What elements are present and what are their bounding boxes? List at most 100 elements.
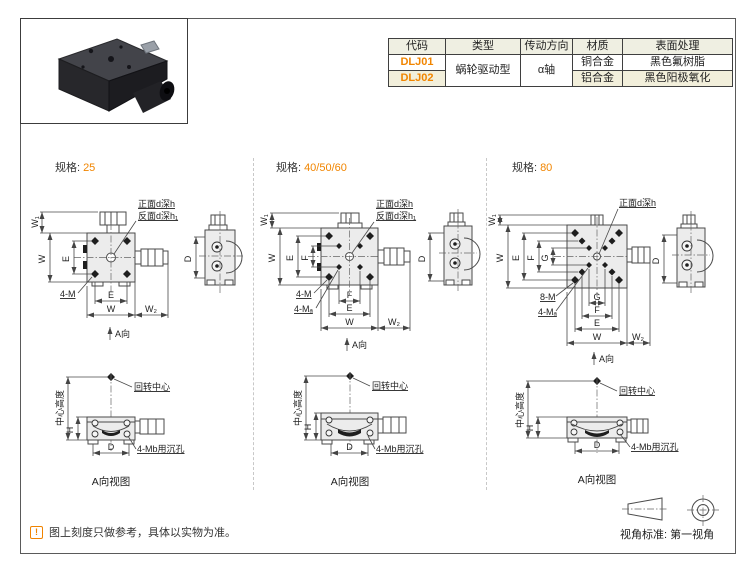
dim-d-bottom: D: [594, 440, 601, 450]
dim-h: H: [303, 424, 313, 431]
dim-e: E: [511, 255, 521, 261]
dim-w-bottom: W: [345, 317, 354, 327]
spec-header-40-50-60: 规格:40/50/60: [276, 159, 347, 175]
view-standard-caption: 视角标准:: [620, 529, 668, 541]
dim-e: E: [61, 256, 71, 262]
dim-w1: W₁: [259, 214, 269, 226]
drawing-spec-80: 正面d深h W₁ W E F G 8-M 4-Mₐ G: [487, 198, 714, 486]
dim-d-side: D: [417, 255, 427, 262]
spec-label: 规格:: [276, 162, 302, 174]
label-tap: 4-M: [60, 289, 76, 299]
drawing-spec-40-50-60: 正面d深h 反面d深h₁ W₁ W E F 4-M 4-Mₐ F E: [259, 199, 481, 488]
dim-f: F: [526, 255, 536, 261]
footer-note-text: 图上刻度只做参考，具体以实物为准。: [49, 527, 236, 539]
dim-e: E: [285, 255, 295, 261]
col-header-finish: 表面处理: [622, 38, 733, 55]
section-divider: [253, 158, 254, 490]
dim-w: W: [267, 253, 277, 262]
label-center-height: 中心高度: [514, 392, 525, 428]
first-angle-circle-icon: [687, 495, 719, 526]
view-caption: A向视图: [578, 473, 617, 486]
dim-w-bottom: W: [593, 332, 602, 342]
dim-w2: W₂: [145, 304, 157, 314]
dim-e-bottom: E: [108, 290, 114, 300]
top-view: 正面d深h W₁ W E F G 8-M 4-Mₐ G: [487, 198, 656, 365]
label-center-height: 中心高度: [292, 390, 303, 426]
label-view-dir: A向: [599, 353, 614, 364]
label-view-dir: A向: [115, 328, 130, 339]
label-back-hole: 反面d深h₁: [138, 211, 178, 221]
dim-d-bottom: D: [346, 442, 353, 452]
cell-material-dlj01: 铜合金: [572, 54, 623, 71]
dim-h: H: [65, 427, 75, 434]
dim-d-side: D: [183, 255, 193, 262]
label-front-hole: 正面d深h: [376, 199, 413, 209]
spec-header-80: 规格:80: [512, 159, 552, 175]
view-caption: A向视图: [92, 475, 131, 488]
top-view: 正面d深h 反面d深h₁ W₁ W E 4-M E W W₂ A向: [30, 199, 178, 340]
spec-value: 40/50/60: [304, 162, 347, 174]
label-view-dir: A向: [352, 339, 367, 350]
cell-finish-dlj02: 黑色阳极氧化: [622, 70, 733, 87]
view-standard-label: 视角标准: 第一视角: [620, 526, 736, 542]
cell-finish-dlj01: 黑色氟树脂: [622, 54, 733, 71]
side-view: D: [183, 211, 243, 294]
bottom-view: 回转中心 中心高度 H D 4-Mb用沉孔 A向视图: [292, 372, 424, 488]
col-header-material: 材质: [572, 38, 623, 55]
view-caption: A向视图: [331, 475, 370, 488]
side-view: D: [417, 209, 481, 293]
dim-f-bottom: F: [594, 305, 600, 315]
label-front-hole: 正面d深h: [619, 198, 656, 208]
label-rotation-center: 回转中心: [134, 381, 170, 392]
col-header-direction: 传动方向: [520, 38, 573, 55]
dim-w-bottom: W: [107, 304, 116, 314]
dim-w: W: [495, 253, 505, 262]
col-header-type: 类型: [445, 38, 521, 55]
cell-direction: α轴: [520, 54, 573, 87]
info-icon: !: [30, 525, 43, 539]
dim-e-bottom: E: [346, 303, 352, 313]
footer-note: ! 图上刻度只做参考，具体以实物为准。: [30, 524, 236, 540]
spec-header-25: 规格:25: [55, 159, 95, 175]
dim-g-bottom: G: [593, 292, 600, 302]
bottom-view: 回转中心 中心高度 H D 4-Mb用沉孔 A向视图: [514, 377, 679, 486]
label-center-height: 中心高度: [54, 390, 65, 426]
page-border: [20, 18, 736, 554]
table-header-row: 代码 类型 传动方向 材质 表面处理: [388, 38, 733, 55]
top-view: 正面d深h 反面d深h₁ W₁ W E F 4-M 4-Mₐ F E: [259, 199, 416, 351]
spec-label: 规格:: [55, 162, 81, 174]
view-standard-value: 第一视角: [670, 529, 715, 541]
col-header-code: 代码: [388, 38, 446, 55]
label-counterbore: 4-Mb用沉孔: [376, 444, 424, 454]
view-standard-symbols: [622, 495, 719, 526]
label-counterbore: 4-Mb用沉孔: [631, 442, 679, 452]
table-row: DLJ01 蜗轮驱动型 α轴 铜合金 黑色氟树脂: [388, 54, 733, 87]
dim-g: G: [540, 254, 550, 261]
label-tap1: 8-M: [540, 292, 556, 302]
drawing-spec-25: 正面d深h 反面d深h₁ W₁ W E 4-M E W W₂ A向: [30, 199, 243, 488]
label-counterbore: 4-Mb用沉孔: [137, 444, 185, 454]
label-tap2: 4-Mₐ: [538, 307, 557, 317]
cell-code-dlj01: DLJ01: [388, 54, 446, 71]
label-rotation-center: 回转中心: [619, 385, 655, 396]
spec-label: 规格:: [512, 162, 538, 174]
dim-w2: W₂: [632, 332, 644, 342]
label-tap1: 4-M: [296, 289, 312, 299]
dim-f: F: [300, 255, 310, 261]
product-photo-box: [20, 18, 188, 124]
dim-w2: W₂: [388, 317, 400, 327]
cell-type: 蜗轮驱动型: [445, 54, 521, 87]
product-spec-table: 代码 类型 传动方向 材质 表面处理 DLJ01 蜗轮驱动型 α轴 铜合金 黑色…: [388, 38, 733, 87]
dim-e-bottom: E: [594, 318, 600, 328]
first-angle-cone-icon: [622, 497, 668, 521]
label-rotation-center: 回转中心: [372, 380, 408, 391]
spec-value: 25: [83, 162, 96, 174]
dim-h: H: [525, 425, 535, 432]
dim-d-side: D: [651, 257, 661, 264]
dim-w1: W₁: [487, 214, 497, 226]
spec-value: 80: [540, 162, 553, 174]
dim-w: W: [37, 254, 47, 263]
side-view: D: [651, 211, 714, 295]
cell-material-dlj02: 铝合金: [572, 70, 623, 87]
